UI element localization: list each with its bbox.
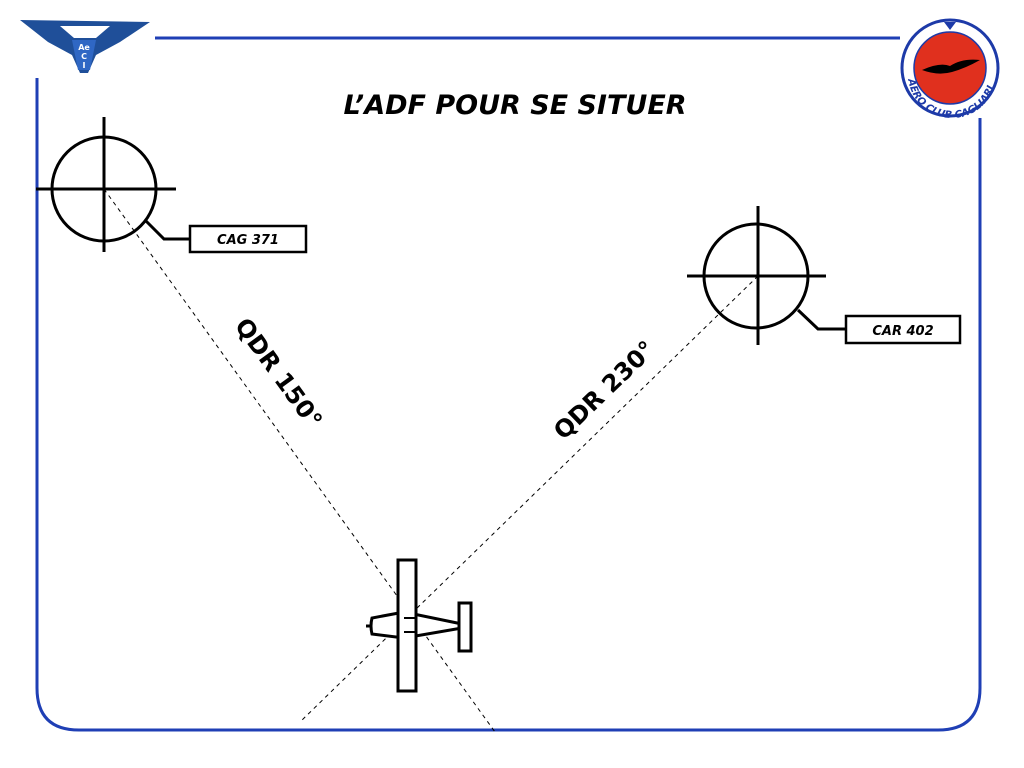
bearing-label-qdr-230: QDR 230° — [548, 335, 660, 445]
ndb-beacon-cag-icon — [36, 117, 190, 252]
logo-line-2: C — [81, 52, 87, 61]
page-title: L’ADF POUR SE SITUER — [343, 90, 686, 121]
ndb-beacon-car-icon — [687, 206, 846, 345]
bearing-label-qdr-150: QDR 150° — [229, 313, 328, 434]
aeci-logo-icon: Ae C I — [20, 20, 150, 73]
bearing-line-cag — [103, 188, 496, 733]
bearing-line-car — [299, 275, 759, 723]
slide-frame — [35, 36, 982, 732]
logo-line-3: I — [83, 61, 86, 70]
beacon-label-cag: CAG 371 — [217, 233, 279, 248]
beacon-tag-cag: CAG 371 — [188, 224, 308, 254]
aero-club-cagliari-logo-icon: AERO CLUB CAGLIARI — [900, 18, 1000, 121]
airplane-top-view-icon — [366, 558, 473, 693]
logo-line-1: Ae — [78, 43, 90, 52]
beacon-label-car: CAR 402 — [872, 324, 933, 339]
beacon-tag-car: CAR 402 — [844, 314, 962, 345]
